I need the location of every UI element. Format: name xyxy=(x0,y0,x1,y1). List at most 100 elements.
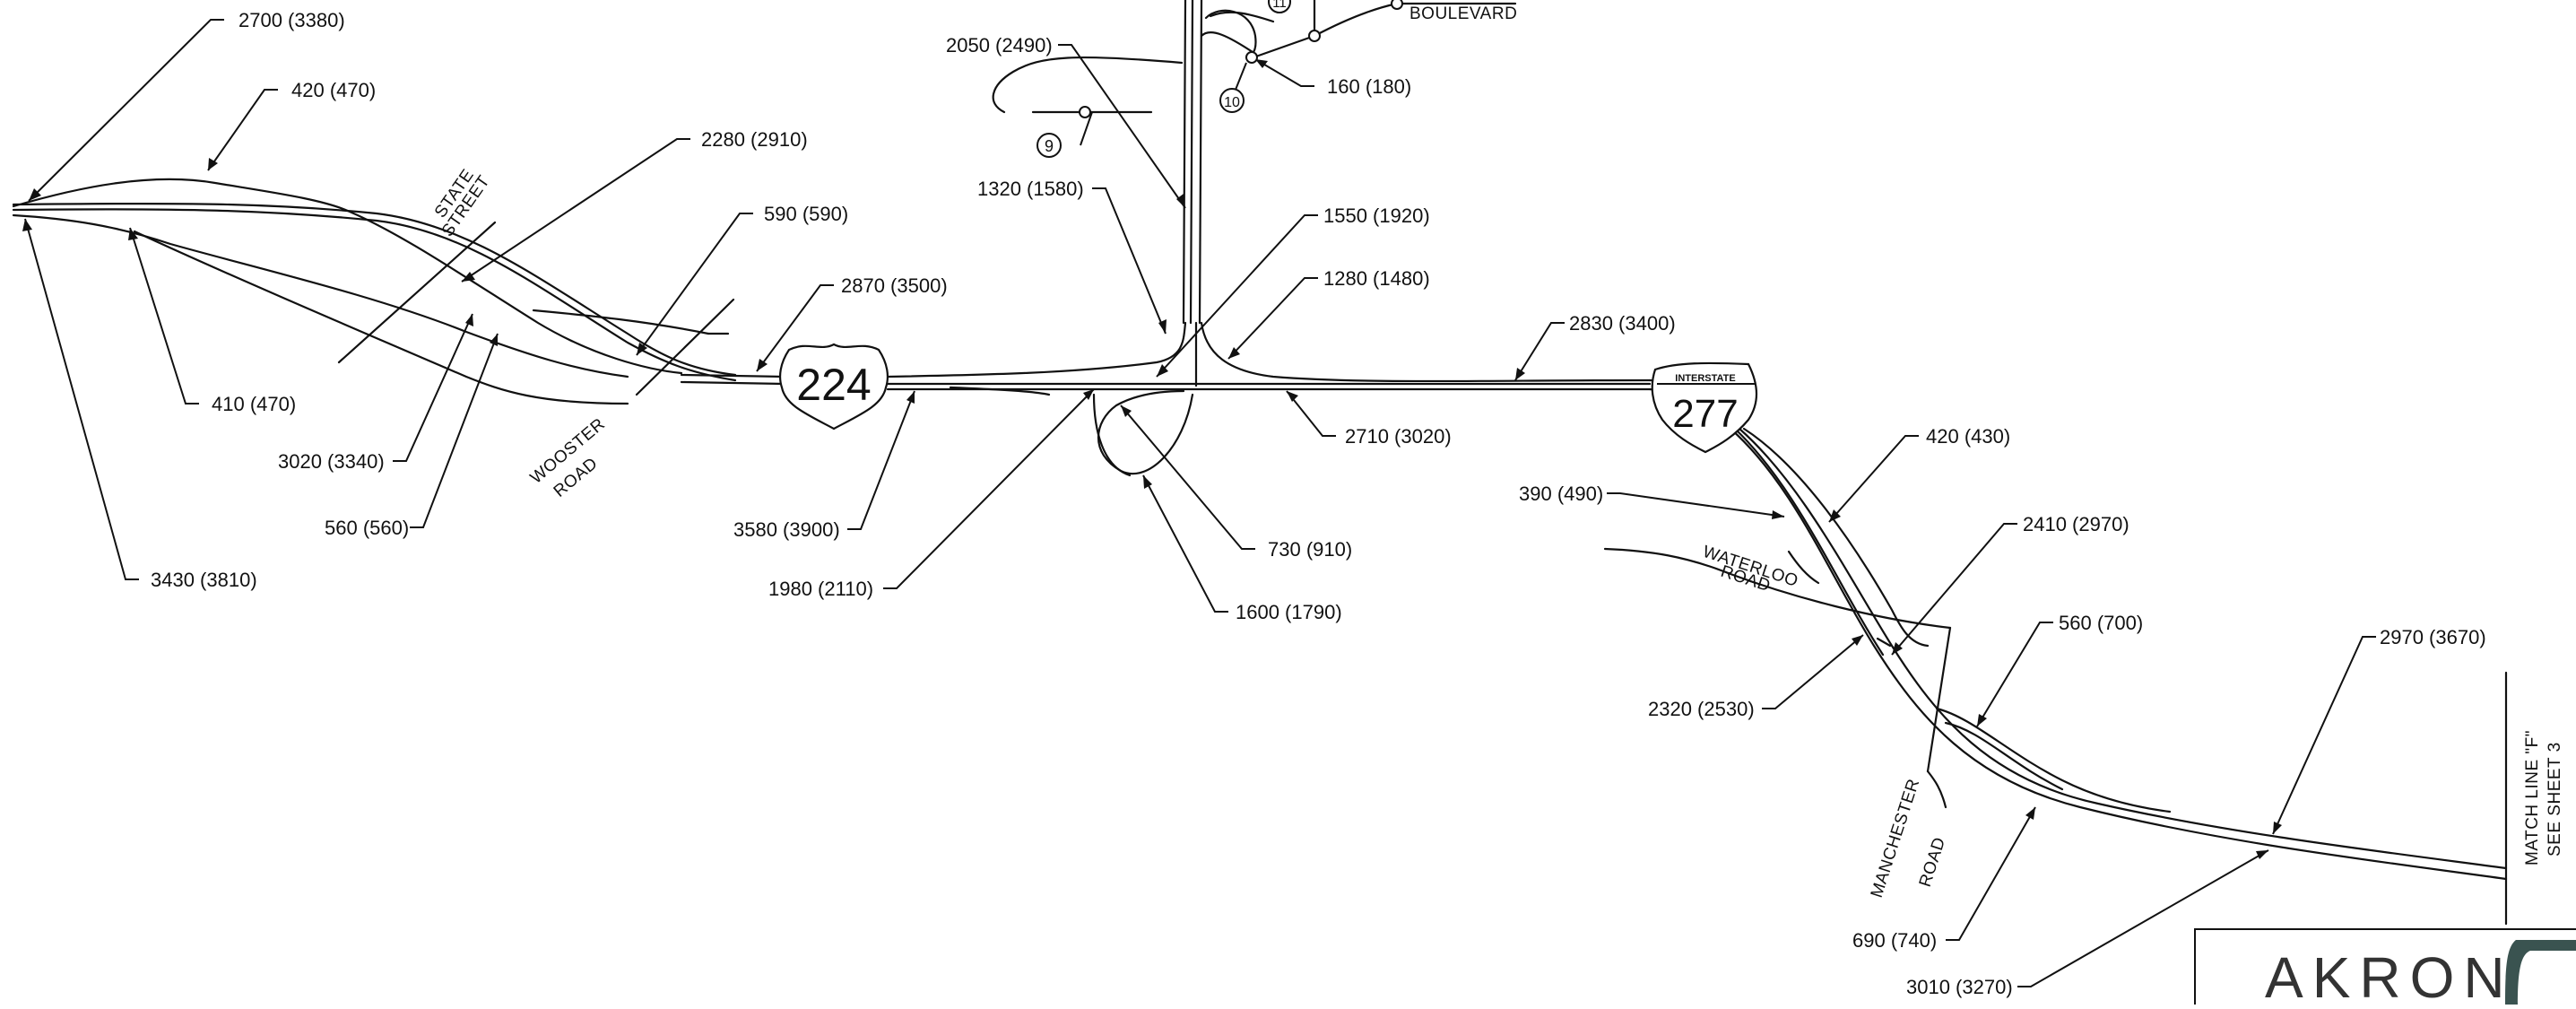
arrow-l03 xyxy=(462,272,475,282)
leader-l01 xyxy=(28,19,224,202)
manchester-road xyxy=(1926,770,1947,809)
arrow-l15 xyxy=(1157,364,1168,377)
volume-label: 2320 (2530) xyxy=(1648,698,1755,720)
volume-label: 2710 (3020) xyxy=(1345,425,1452,448)
node-10-label: 10 xyxy=(1224,95,1240,110)
volume-label: 2830 (3400) xyxy=(1569,312,1676,335)
road-central-south xyxy=(680,380,786,386)
arrow-l01 xyxy=(29,188,41,201)
ns-corridor-east xyxy=(1198,0,1203,325)
leader-l16 xyxy=(1227,277,1318,360)
arrow-l02 xyxy=(208,158,218,170)
node-dot xyxy=(1245,51,1258,64)
i277-east xyxy=(1738,427,2508,870)
i277-west xyxy=(1729,427,2508,881)
node-10-circle xyxy=(1219,88,1245,113)
arrow-l14 xyxy=(1158,319,1167,334)
road-west-upper-curve xyxy=(12,178,683,375)
loop-ramp xyxy=(1097,389,1194,475)
arrowheads xyxy=(22,59,2282,859)
arrow-l26 xyxy=(2273,822,2282,834)
ramp-north-west xyxy=(992,56,1184,114)
leader-l27 xyxy=(1946,806,2036,941)
arrow-l25 xyxy=(1852,635,1863,646)
volume-label: 420 (470) xyxy=(291,79,376,101)
leader-l09 xyxy=(24,218,139,580)
volume-label: 1320 (1580) xyxy=(977,178,1084,200)
arrow-l11 xyxy=(1083,389,1094,400)
road-central-north xyxy=(680,373,786,378)
volume-label: 3580 (3900) xyxy=(733,518,840,541)
node-11-label: 11 xyxy=(1272,0,1287,11)
ramp-southeast-2 xyxy=(1944,721,2064,791)
arrow-l12 xyxy=(1176,194,1185,208)
volume-label: 160 (180) xyxy=(1327,75,1411,98)
arrow-l24 xyxy=(1977,714,1987,726)
road-west-lower-2 xyxy=(133,230,629,405)
arrow-l22 xyxy=(1772,510,1784,519)
arrow-l06 xyxy=(128,228,138,240)
node-11-circle xyxy=(1268,0,1291,13)
arrow-l23 xyxy=(1892,642,1903,655)
volume-label: 3430 (3810) xyxy=(151,569,257,591)
ns-corridor-west-2 xyxy=(1189,0,1194,325)
intersection-nodes: 9 10 11 xyxy=(1036,0,1403,158)
leader-l14 xyxy=(1092,187,1167,335)
interstate-shield-icon xyxy=(1651,361,1757,454)
volume-label: 560 (560) xyxy=(325,517,409,539)
manchester-link xyxy=(1926,626,1952,773)
match-line-note: MATCH LINE "F" SEE SHEET 3 xyxy=(2523,730,2564,865)
arrow-l16 xyxy=(1228,347,1240,359)
road-mid-ramp xyxy=(949,386,1051,396)
volume-label: 730 (910) xyxy=(1268,538,1352,561)
i277-ramp-east xyxy=(1742,427,1930,648)
road-west-main-north xyxy=(12,202,737,377)
leader-l21 xyxy=(1828,435,1919,523)
leader-l25 xyxy=(1762,634,1864,709)
brand-box: AKRON xyxy=(2194,928,2576,1009)
road-mid-north xyxy=(886,321,1187,378)
node-dot xyxy=(1079,106,1091,118)
leader-l23 xyxy=(1891,523,2017,656)
match-line-text: MATCH LINE "F" xyxy=(2523,730,2542,865)
volume-label: 690 (740) xyxy=(1852,929,1937,952)
road-west-main-south xyxy=(12,208,737,382)
us-route-number: 224 xyxy=(796,360,871,410)
volume-label: 1980 (2110) xyxy=(768,578,873,600)
us-route-shield-icon xyxy=(779,343,889,431)
arrow-l21 xyxy=(1829,509,1841,522)
street-names: STATE STREET WOOSTER ROAD BOULEVARD WATE… xyxy=(431,4,1949,900)
arrow-l13 xyxy=(1255,59,1268,68)
ramp-wooster xyxy=(532,309,710,335)
leader-l11 xyxy=(883,388,1095,589)
arrow-l27 xyxy=(2025,807,2035,820)
road-mid-north-2 xyxy=(1200,321,1652,383)
state-street xyxy=(337,221,497,364)
leader-l17 xyxy=(1286,390,1336,437)
leader-l04 xyxy=(636,213,753,356)
arrow-l05 xyxy=(757,359,768,371)
ns-corridor-west xyxy=(1182,0,1187,325)
ramp-waterloo xyxy=(1787,550,1820,585)
volume-label: 560 (700) xyxy=(2059,612,2143,634)
node-9-circle xyxy=(1036,133,1062,158)
leader-l20 xyxy=(1514,322,1565,381)
node-dot xyxy=(1391,0,1403,10)
match-line-sheet: SEE SHEET 3 xyxy=(2546,742,2564,857)
interstate-number: 277 xyxy=(1672,392,1738,436)
leader-l24 xyxy=(1976,622,2053,727)
volume-label: 2410 (2970) xyxy=(2023,513,2129,535)
volume-label: 1600 (1790) xyxy=(1236,601,1342,623)
arrow-l17 xyxy=(1287,391,1298,402)
volume-label: 590 (590) xyxy=(764,203,848,225)
leader-l08 xyxy=(410,333,499,528)
volume-label: 1280 (1480) xyxy=(1323,267,1430,290)
volume-label: 1550 (1920) xyxy=(1323,204,1430,227)
leader-l13 xyxy=(1254,58,1314,87)
roads xyxy=(12,0,2508,926)
waterloo-road xyxy=(1603,547,1952,630)
leader-l15 xyxy=(1156,214,1318,378)
loop-ramp-2 xyxy=(1092,393,1132,477)
volume-label: 3010 (3270) xyxy=(1906,976,2013,998)
